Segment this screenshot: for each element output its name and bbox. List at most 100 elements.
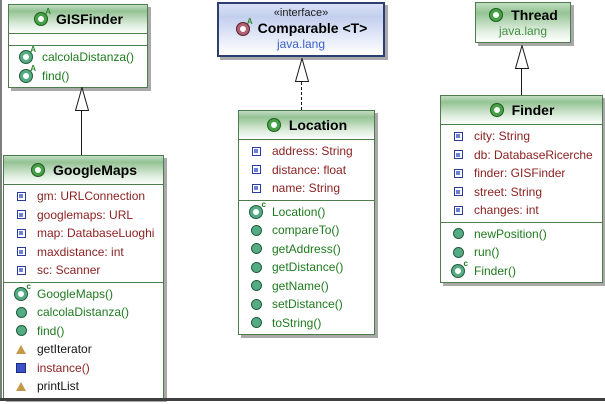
method-label: calcolaDistanza()	[37, 305, 130, 320]
attribute-row[interactable]: finder: GISFinder	[441, 164, 602, 183]
interface-box-comparable[interactable]: «interface» Comparable <T> java.lang	[217, 2, 385, 57]
attribute-label: distance: float	[272, 162, 347, 177]
method-row[interactable]: calcolaDistanza()	[4, 303, 163, 322]
method-row[interactable]: setDistance()	[239, 295, 374, 314]
class-icon	[30, 164, 46, 176]
method-row[interactable]: Location()	[239, 203, 374, 222]
method-label: Finder()	[474, 263, 517, 278]
attribute-label: finder: GISFinder	[474, 166, 566, 181]
method-row[interactable]: getName()	[239, 277, 374, 296]
attribute-row[interactable]: maxdistance: int	[4, 243, 163, 262]
attribute-row[interactable]: changes: int	[441, 201, 602, 220]
method-icon	[248, 298, 264, 310]
stereotype-label: «interface»	[273, 7, 329, 19]
attribute-label: address: String	[272, 144, 353, 159]
class-title: Location	[288, 117, 348, 133]
attribute-row[interactable]: name: String	[239, 179, 374, 198]
attribute-row[interactable]: map: DatabaseLuoghi	[4, 224, 163, 243]
attribute-row[interactable]: street: String	[441, 183, 602, 202]
method-row[interactable]: getIterator	[4, 340, 163, 359]
static-method-icon	[13, 362, 29, 373]
field-icon	[13, 210, 29, 220]
method-label: Location()	[272, 204, 326, 219]
method-icon	[13, 325, 29, 337]
method-label: getDistance()	[272, 260, 344, 275]
method-row[interactable]: printList	[4, 377, 163, 396]
abstract-method-icon	[18, 69, 34, 82]
method-label: instance()	[37, 360, 90, 375]
method-icon	[248, 243, 264, 255]
attribute-row[interactable]: db: DatabaseRicerche	[441, 146, 602, 165]
method-label: setDistance()	[272, 297, 343, 312]
attributes-section: address: String distance: float name: St…	[239, 140, 374, 201]
attribute-row[interactable]: googlemaps: URL	[4, 206, 163, 225]
package-label: java.lang	[498, 23, 548, 38]
attribute-row[interactable]: sc: Scanner	[4, 261, 163, 280]
method-label: find()	[42, 68, 70, 83]
constructor-icon	[248, 205, 264, 218]
method-row[interactable]: newPosition()	[441, 225, 602, 244]
constructor-icon	[13, 287, 29, 300]
attribute-row[interactable]: distance: float	[239, 161, 374, 180]
attribute-label: name: String	[272, 181, 341, 196]
realization-arrowhead-icon	[295, 58, 309, 82]
generalization-line	[521, 69, 522, 95]
method-row[interactable]: getAddress()	[239, 240, 374, 259]
method-label: printList	[37, 379, 80, 394]
method-row[interactable]: Finder()	[441, 262, 602, 281]
method-label: find()	[37, 323, 65, 338]
attribute-label: street: String	[474, 184, 543, 199]
method-label: toString()	[272, 315, 322, 330]
generalization-line	[81, 111, 82, 155]
class-box-googlemaps[interactable]: GoogleMaps gm: URLConnection googlemaps:…	[3, 155, 164, 399]
class-icon	[488, 9, 504, 21]
attribute-label: city: String	[474, 129, 531, 144]
attribute-label: googlemaps: URL	[37, 207, 134, 222]
method-label: compareTo()	[272, 223, 340, 238]
methods-section: calcolaDistanza() find()	[9, 46, 147, 87]
method-row[interactable]: toString()	[239, 314, 374, 333]
class-box-finder[interactable]: Finder city: String db: DatabaseRicerche…	[440, 95, 603, 283]
method-label: calcolaDistanza()	[42, 50, 135, 65]
method-row[interactable]: run()	[441, 243, 602, 262]
attributes-section: city: String db: DatabaseRicerche finder…	[441, 125, 602, 223]
method-row[interactable]: find()	[9, 67, 147, 86]
method-row[interactable]: compareTo()	[239, 221, 374, 240]
field-icon	[13, 191, 29, 201]
attribute-row[interactable]: address: String	[239, 142, 374, 161]
method-row[interactable]: calcolaDistanza()	[9, 48, 147, 67]
methods-section: GoogleMaps() calcolaDistanza() find() ge…	[4, 283, 163, 398]
class-title: GISFinder	[56, 11, 123, 27]
field-icon	[450, 187, 466, 197]
class-box-thread[interactable]: Thread java.lang	[475, 2, 571, 43]
method-row[interactable]: instance()	[4, 359, 163, 378]
field-icon	[450, 205, 466, 215]
constructor-icon	[450, 264, 466, 277]
attribute-label: db: DatabaseRicerche	[474, 147, 593, 162]
class-header-location: Location	[239, 111, 374, 140]
method-row[interactable]: find()	[4, 322, 163, 341]
method-icon	[248, 224, 264, 236]
field-icon	[248, 183, 264, 193]
class-header-thread: Thread	[488, 7, 558, 24]
attribute-label: gm: URLConnection	[37, 189, 146, 204]
attributes-section-empty	[9, 34, 147, 46]
class-box-gisfinder[interactable]: GISFinder calcolaDistanza() find()	[8, 4, 148, 88]
field-icon	[450, 131, 466, 141]
abstract-method-icon	[18, 51, 34, 64]
class-box-location[interactable]: Location address: String distance: float…	[238, 110, 375, 335]
method-row[interactable]: getDistance()	[239, 258, 374, 277]
methods-section: newPosition() run() Finder()	[441, 223, 602, 283]
method-icon	[450, 228, 466, 240]
attribute-label: sc: Scanner	[37, 263, 101, 278]
method-row[interactable]: GoogleMaps()	[4, 285, 163, 304]
method-icon	[248, 317, 264, 329]
attribute-label: map: DatabaseLuoghi	[37, 226, 155, 241]
triangle-member-icon	[13, 344, 29, 354]
class-header-gisfinder: GISFinder	[9, 5, 147, 34]
attribute-row[interactable]: city: String	[441, 127, 602, 146]
interface-header-comparable: Comparable <T>	[235, 20, 367, 37]
method-label: GoogleMaps()	[37, 286, 114, 301]
attribute-row[interactable]: gm: URLConnection	[4, 187, 163, 206]
